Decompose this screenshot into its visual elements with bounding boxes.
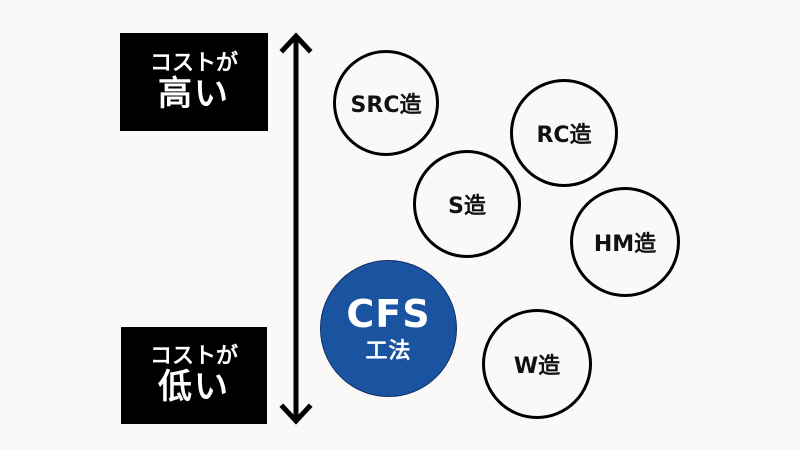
low-cost-label-line2: 低い	[158, 367, 230, 408]
method-bubble-s: S造	[413, 150, 521, 258]
method-label-rc: RC造	[536, 123, 592, 148]
method-bubble-hm: HM造	[570, 187, 680, 297]
method-label-src: SRC造	[350, 93, 422, 118]
method-label-s: S造	[448, 194, 486, 219]
cfs-label-line1: CFS	[346, 291, 431, 336]
method-label-w: W造	[513, 354, 561, 379]
low-cost-label-line1: コストが	[149, 344, 238, 370]
arrow-head-down-icon	[279, 403, 313, 425]
arrow-head-up-icon	[279, 32, 313, 54]
cfs-method-highlight: CFS 工法	[320, 260, 457, 397]
method-bubble-rc: RC造	[510, 79, 618, 187]
cfs-label-line2: 工法	[365, 338, 412, 364]
method-label-hm: HM造	[593, 232, 657, 257]
high-cost-label-line2: 高い	[158, 73, 230, 114]
high-cost-label-line1: コストが	[149, 50, 238, 76]
method-bubble-w: W造	[482, 309, 592, 419]
method-bubble-src: SRC造	[333, 50, 439, 156]
high-cost-label: コストが 高い	[120, 33, 268, 131]
low-cost-label: コストが 低い	[121, 327, 267, 424]
